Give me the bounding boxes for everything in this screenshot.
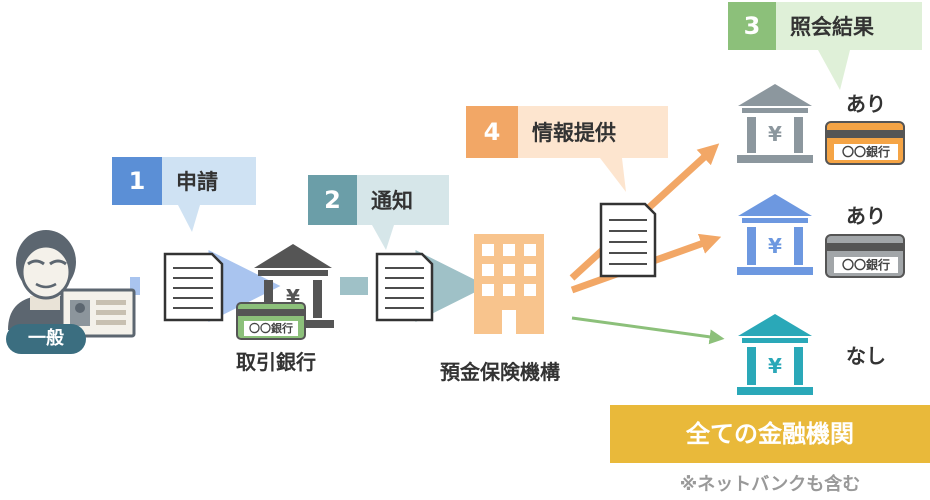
step3-label: 照会結果 xyxy=(790,15,874,39)
step4-label: 情報提供 xyxy=(532,121,616,145)
document-icon-2 xyxy=(375,252,434,322)
document-icon-3 xyxy=(599,202,657,278)
step3-callout xyxy=(776,2,922,90)
bank-icon-1: ¥ xyxy=(737,84,813,163)
result-card-orange xyxy=(825,121,905,165)
svg-text:¥: ¥ xyxy=(768,354,782,378)
result-label-1: あり xyxy=(846,92,886,116)
document-icon-1 xyxy=(163,252,224,322)
step4-callout xyxy=(518,106,668,192)
id-card-icon xyxy=(60,288,136,338)
result-card-text-1: 〇〇銀行 xyxy=(841,145,890,159)
step1-callout xyxy=(162,157,256,232)
agency-building-icon xyxy=(474,234,544,334)
result-card-text-2: 〇〇銀行 xyxy=(841,258,890,272)
arrow-agency-to-bank3 xyxy=(571,316,725,345)
transaction-bank-label: 取引銀行 xyxy=(236,350,316,374)
all-banks-banner-bg xyxy=(610,405,930,463)
person-badge-bg xyxy=(6,324,86,354)
bank-icon-3: ¥ xyxy=(737,314,813,395)
step4-number: 4 xyxy=(466,106,518,158)
netbank-note: ※ネットバンクも含む xyxy=(679,474,861,495)
person-badge: 一般 xyxy=(28,328,64,349)
svg-text:¥: ¥ xyxy=(768,122,782,146)
all-banks-label: 全ての金融機関 xyxy=(686,420,854,448)
svg-text:¥: ¥ xyxy=(768,234,782,258)
step3-number: 3 xyxy=(728,2,776,50)
step2-callout xyxy=(357,175,449,250)
result-card-gray xyxy=(825,234,905,278)
step1-label: 申請 xyxy=(176,170,218,194)
bank-icon-2: ¥ xyxy=(737,194,813,275)
result-label-3: なし xyxy=(846,344,886,368)
bank-card-green xyxy=(236,302,306,340)
step2-label: 通知 xyxy=(371,189,413,213)
result-label-2: あり xyxy=(846,204,886,228)
step2-number: 2 xyxy=(308,175,357,225)
bank-card-text: 〇〇銀行 xyxy=(249,322,293,335)
agency-label: 預金保険機構 xyxy=(440,360,560,384)
step1-number: 1 xyxy=(112,157,162,205)
